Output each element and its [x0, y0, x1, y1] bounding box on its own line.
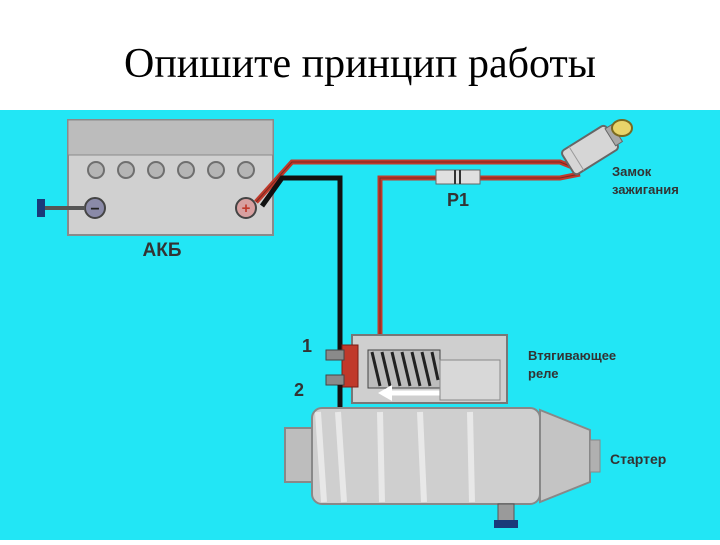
solenoid-contact-plate: [341, 344, 359, 388]
slide-title: Опишите принцип работы: [124, 41, 596, 87]
battery: − +: [67, 119, 274, 236]
relay-p1-label: Р1: [447, 190, 469, 210]
starter-shaft: [589, 439, 601, 473]
starter-drive-housing: [539, 408, 591, 504]
wire-battery-to-terminal-1: [259, 175, 343, 350]
ground-connector: [37, 199, 45, 217]
wire-battery-to-ignition: [254, 159, 581, 204]
minus-sign: −: [90, 201, 99, 218]
ignition-switch: [561, 119, 633, 176]
starter-ground-bolt: [494, 520, 518, 528]
starter-motor: [284, 407, 601, 528]
terminal-1-label: 1: [302, 336, 312, 356]
terminal-1-bolt: [325, 349, 345, 361]
plus-sign: +: [242, 200, 251, 217]
starter-label: Стартер: [610, 451, 666, 467]
ignition-key: [611, 119, 633, 137]
solenoid-label-line2: реле: [528, 366, 559, 381]
ground-lead: [37, 199, 85, 217]
battery-label: АКБ: [143, 240, 182, 261]
ignition-label-line1: Замок: [612, 164, 652, 179]
relay-p1: [435, 169, 481, 185]
starter-circuit-diagram: − + АКБ Р1: [37, 119, 679, 528]
battery-positive-terminal: [235, 197, 257, 219]
wire-ignition-to-solenoid: [377, 171, 581, 350]
battery-top: [67, 119, 274, 156]
solenoid-coil: [367, 349, 441, 389]
diagram-area: − + АКБ Р1: [0, 110, 720, 540]
plunger-arrow: [378, 385, 440, 401]
terminal-2-label: 2: [294, 380, 304, 400]
solenoid-end-cap: [439, 359, 501, 401]
solenoid-relay: [325, 334, 508, 404]
solenoid-label-line1: Втягивающее: [528, 348, 616, 363]
battery-cells: [87, 161, 255, 179]
terminal-2-bolt: [325, 374, 345, 386]
starter-highlights: [315, 411, 475, 503]
ignition-label-line2: зажигания: [612, 182, 679, 197]
